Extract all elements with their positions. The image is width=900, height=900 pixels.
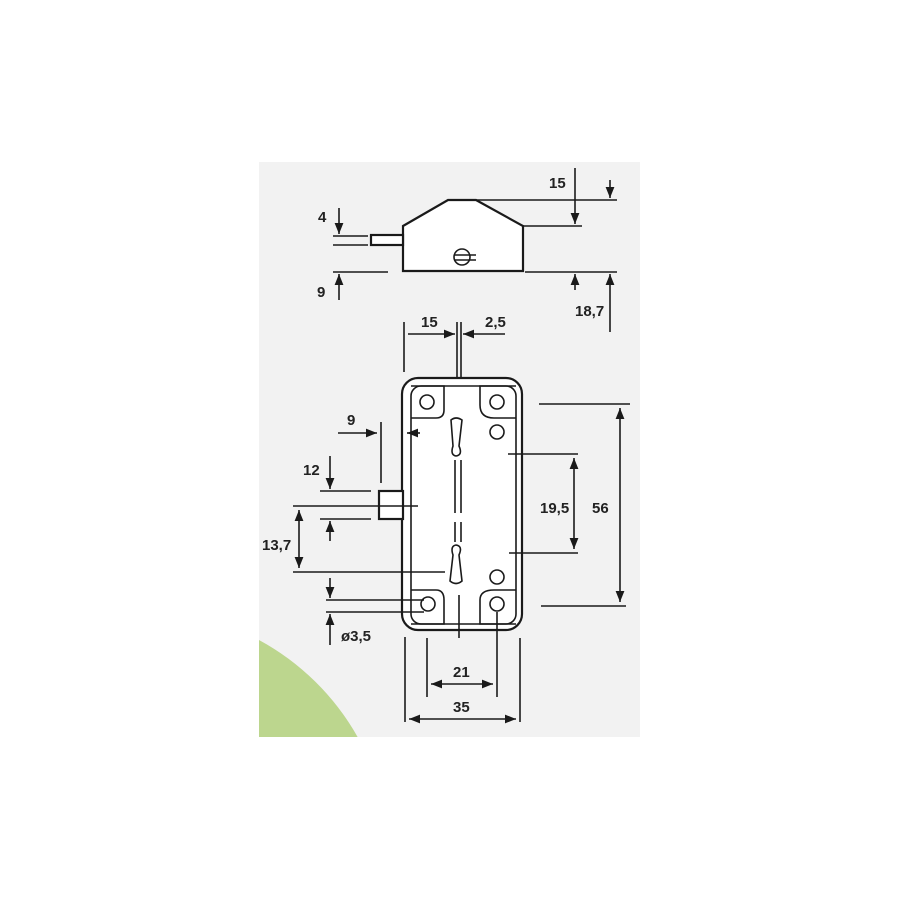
dim-9-top: 9: [317, 284, 325, 301]
mounting-hole: [489, 424, 505, 440]
screw-icon: [453, 248, 476, 266]
mounting-hole: [489, 596, 505, 612]
mounting-hole: [419, 394, 435, 410]
dim-18-7: 18,7: [575, 303, 604, 320]
keyhole-top: [450, 417, 463, 457]
dim-19-5: 19,5: [540, 500, 569, 517]
dim-21: 21: [453, 664, 470, 681]
dim-13-7: 13,7: [262, 537, 291, 554]
lug: [377, 489, 405, 521]
dim-15-front: 15: [421, 314, 438, 331]
dim-4: 4: [318, 209, 327, 226]
dim-56: 56: [592, 500, 609, 517]
dim-hole-diameter: ø3,5: [341, 628, 371, 645]
green-decoration: [259, 640, 358, 737]
dim-12: 12: [303, 462, 320, 479]
dim-15-top: 15: [549, 175, 566, 192]
dim-9-front: 9: [347, 412, 355, 429]
top-view: 15 4 9 18,7: [317, 168, 617, 332]
dim-2-5: 2,5: [485, 314, 506, 331]
keyhole-bottom: [449, 544, 463, 585]
dim-35: 35: [453, 699, 470, 716]
front-view: 15 2,5 19,5 56 9: [262, 314, 630, 724]
mounting-hole: [420, 596, 436, 612]
mounting-hole: [489, 569, 505, 585]
mounting-hole: [489, 394, 505, 410]
